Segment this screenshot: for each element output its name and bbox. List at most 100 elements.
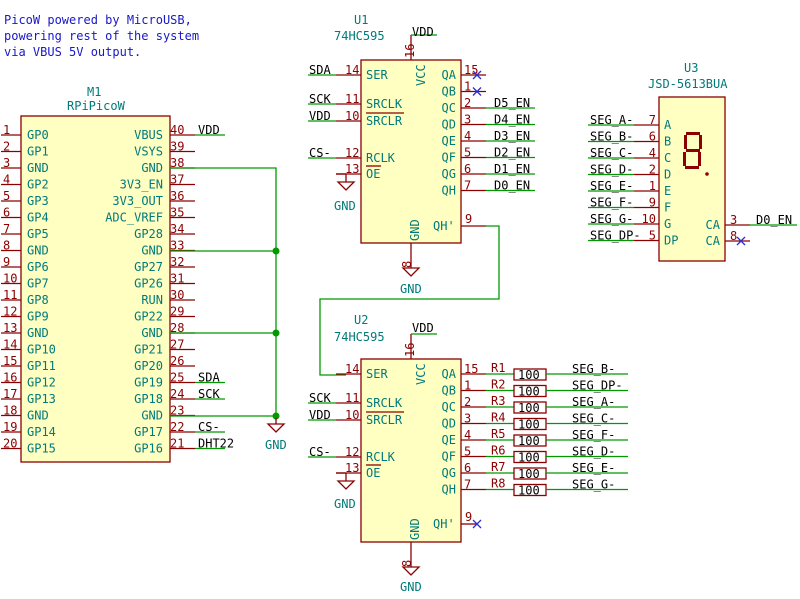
pico-body: [20, 115, 171, 463]
u2-pin-number: 4: [464, 428, 471, 442]
pico-pin-number: 12: [3, 305, 17, 319]
u2-pin-number: 11: [345, 391, 359, 405]
u3-pin-number: 9: [649, 196, 656, 210]
u3-pin-label: C: [664, 151, 671, 165]
resistor-value: 100: [518, 418, 540, 432]
pico-pin-label: GP22: [134, 310, 163, 324]
u1-pin-label: QA: [442, 68, 457, 82]
u2-pin-label: OE: [366, 466, 380, 480]
u1-gnd-pin-num: 8: [400, 261, 414, 268]
u1-pin-label: SRCLR: [366, 114, 403, 128]
resistor-ref: R4: [491, 411, 505, 425]
pico-value: RPiPicoW: [67, 99, 126, 113]
net-label: SEG_E-: [590, 179, 633, 193]
no-connect-stroke: [472, 87, 482, 96]
u1-pin-label: QC: [442, 101, 456, 115]
u1-pin-number: 14: [345, 63, 359, 77]
pico-pin-number: 24: [170, 387, 184, 401]
u1-pin-number: 7: [464, 179, 471, 193]
net-label: SCK: [198, 387, 220, 401]
u3-pin-label: CA: [706, 234, 721, 248]
resistor-ref: R2: [491, 378, 505, 392]
pico-pin-label: GP5: [27, 227, 49, 241]
pico-pin-label: GP16: [134, 442, 163, 456]
u1-pin-label: RCLK: [366, 151, 396, 165]
net-label: D1_EN: [494, 162, 530, 176]
net-label: CS-: [309, 146, 331, 160]
u2-vcc-label: VCC: [414, 363, 428, 385]
u1-pin-label: OE: [366, 167, 380, 181]
pico-pin-number: 32: [170, 255, 184, 269]
u3-pin-label: G: [664, 217, 671, 231]
u3-pin-label: CA: [706, 218, 721, 232]
resistor-value: 100: [518, 434, 540, 448]
pico-pin-label: GND: [27, 326, 49, 340]
no-connect-stroke: [736, 236, 746, 246]
pico-pin-label: GP11: [27, 359, 56, 373]
pico-pin-label: GP13: [27, 392, 56, 406]
pico-pin-label: GP18: [134, 392, 163, 406]
pico-pin-number: 1: [3, 123, 10, 137]
u2-gnd-label: GND: [408, 518, 422, 540]
pico-pin-label: GND: [141, 244, 163, 258]
net-label: SEG_F-: [590, 196, 633, 210]
pico-pin-label: VBUS: [134, 128, 163, 142]
u2-pin-label: QA: [442, 367, 457, 381]
pico-pin-number: 37: [170, 173, 184, 187]
net-label: CS-: [198, 420, 220, 434]
net-label: SEG_C-: [572, 412, 615, 426]
net-label: SEG_B-: [572, 362, 615, 376]
net-label: D0_EN: [494, 179, 530, 193]
u2-value: 74HC595: [334, 330, 385, 344]
u1-qhp-num: 9: [465, 212, 472, 226]
pico-pin-number: 17: [3, 387, 17, 401]
u2-qhp-label: QH': [433, 517, 455, 531]
u2-pin-label: QE: [442, 433, 456, 447]
u2-pin-label: QD: [442, 417, 456, 431]
pico-pin-number: 29: [170, 305, 184, 319]
u3-ref: U3: [684, 61, 698, 75]
pico-pin-number: 31: [170, 272, 184, 286]
u3-pin-number: 7: [649, 113, 656, 127]
pico-pin-number: 14: [3, 338, 17, 352]
gnd-symbol: [266, 423, 286, 433]
net-label: SDA: [309, 63, 331, 77]
pico-pin-label: GP3: [27, 194, 49, 208]
u3-body: [658, 96, 726, 262]
pico-pin-number: 23: [170, 404, 184, 418]
pico-pin-label: GND: [141, 161, 163, 175]
pico-pin-label: GND: [27, 244, 49, 258]
pico-pin-number: 18: [3, 404, 17, 418]
pico-pin-number: 28: [170, 321, 184, 335]
u2-pin-number: 7: [464, 478, 471, 492]
pico-pin-label: 3V3_OUT: [112, 194, 163, 208]
u1-pin-label: QG: [442, 167, 456, 181]
net-label: D5_EN: [494, 96, 530, 110]
pico-pin-label: GP6: [27, 260, 49, 274]
pico-pin-number: 21: [170, 437, 184, 451]
pico-pin-label: GP17: [134, 425, 163, 439]
pico-pin-label: GP0: [27, 128, 49, 142]
u2-pin-label: SER: [366, 367, 388, 381]
u1-pin-label: QF: [442, 151, 456, 165]
u3-pin-label: DP: [664, 234, 678, 248]
net-label: CS-: [309, 445, 331, 459]
u2-pin-label: QH: [442, 483, 456, 497]
u2-pin-label: QB: [442, 384, 456, 398]
u2-gnd-pin-num: 8: [400, 560, 414, 567]
pico-pin-label: GP4: [27, 211, 49, 225]
pico-pin-label: GP12: [27, 376, 56, 390]
resistor-ref: R6: [491, 444, 505, 458]
resistor-ref: R7: [491, 460, 505, 474]
u1-vcc-label: VCC: [414, 64, 428, 86]
u3-pin-number: 10: [642, 212, 656, 226]
resistor-value: 100: [518, 467, 540, 481]
u2-pin-number: 15: [464, 362, 478, 376]
pico-pin-label: RUN: [141, 293, 163, 307]
u2-vcc-pin-num: 16: [403, 343, 417, 357]
no-connect-mark: [472, 519, 482, 529]
u3-pin-label: F: [664, 201, 671, 215]
